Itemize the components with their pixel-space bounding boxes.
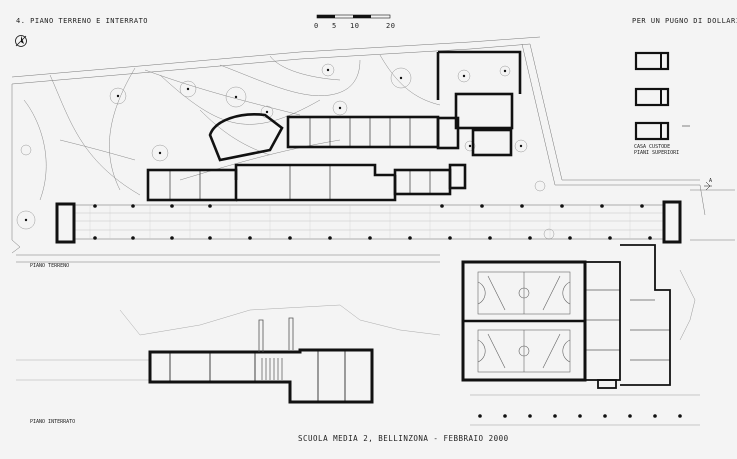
basement-plan bbox=[148, 317, 374, 404]
site-context bbox=[11, 36, 735, 426]
label-ground-floor: PIANO TERRENO bbox=[30, 263, 70, 269]
gymnasium bbox=[461, 244, 682, 418]
scale-tick-0: 0 bbox=[314, 22, 319, 30]
label-basement: PIANO INTERRATO bbox=[30, 419, 76, 425]
section-label-a: A bbox=[709, 178, 713, 184]
scale-tick-5: 5 bbox=[332, 22, 337, 30]
caretaker-house-plans bbox=[634, 51, 670, 141]
ground-floor-building bbox=[146, 50, 522, 202]
caretaker-walls bbox=[660, 53, 662, 139]
label-caretaker: CASA CUSTODE bbox=[634, 144, 671, 150]
label-upper-floors: PIANI SUPERIORI bbox=[634, 150, 680, 156]
section-marks bbox=[682, 125, 712, 191]
project-title: PER UN PUGNO DI DOLLARI bbox=[632, 17, 737, 25]
interior-walls bbox=[169, 117, 431, 200]
sheet-title: 4. PIANO TERRENO E INTERRATO bbox=[16, 17, 149, 25]
park-paths bbox=[23, 54, 441, 201]
scale-tick-10: 10 bbox=[350, 22, 360, 30]
tree-trunks bbox=[24, 68, 523, 222]
north-arrow-icon bbox=[15, 35, 27, 47]
scale-tick-20: 20 bbox=[386, 22, 396, 30]
portico bbox=[55, 200, 682, 244]
footer-caption: SCUOLA MEDIA 2, BELLINZONA - FEBBRAIO 20… bbox=[298, 434, 509, 443]
scale-bar bbox=[316, 14, 391, 19]
